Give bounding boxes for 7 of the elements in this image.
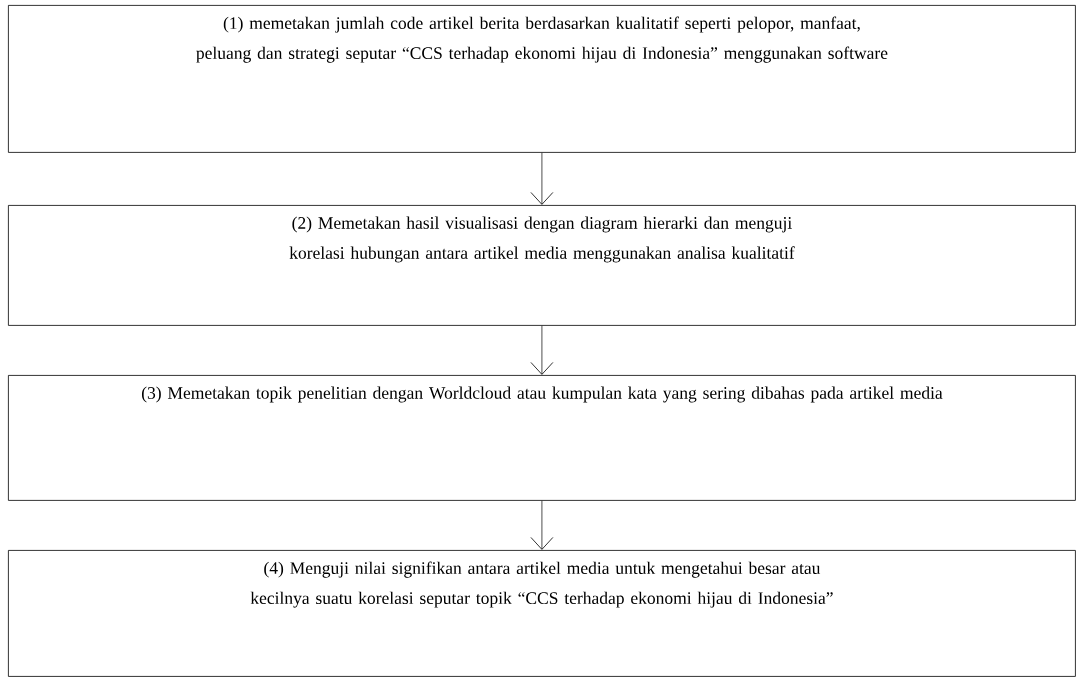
arrow	[530, 152, 554, 205]
process-box: (4) Menguji nilai signifikan antara artikel media untuk mengetahui besar atau kecilnya suatu korelasi seputar topik “CCS terhadap ekonomi hijau di Indonesia”	[8, 550, 1076, 677]
arrow	[530, 325, 554, 375]
process-box: (1) memetakan jumlah code artikel berita berdasarkan kualitatif seperti pelopor, manfaat, peluang dan strategi seputar “CCS terhadap ekonomi hijau di Indonesia” menggunakan software	[8, 5, 1076, 153]
process-box: (3) Memetakan topik penelitian dengan Worldcloud atau kumpulan kata yang sering dibahas pada artikel media	[8, 375, 1076, 501]
process-box: (2) Memetakan hasil visualisasi dengan diagram hierarki dan menguji korelasi hubungan antara artikel media menggunakan analisa kualitatif	[8, 205, 1076, 326]
arrow	[530, 500, 554, 550]
